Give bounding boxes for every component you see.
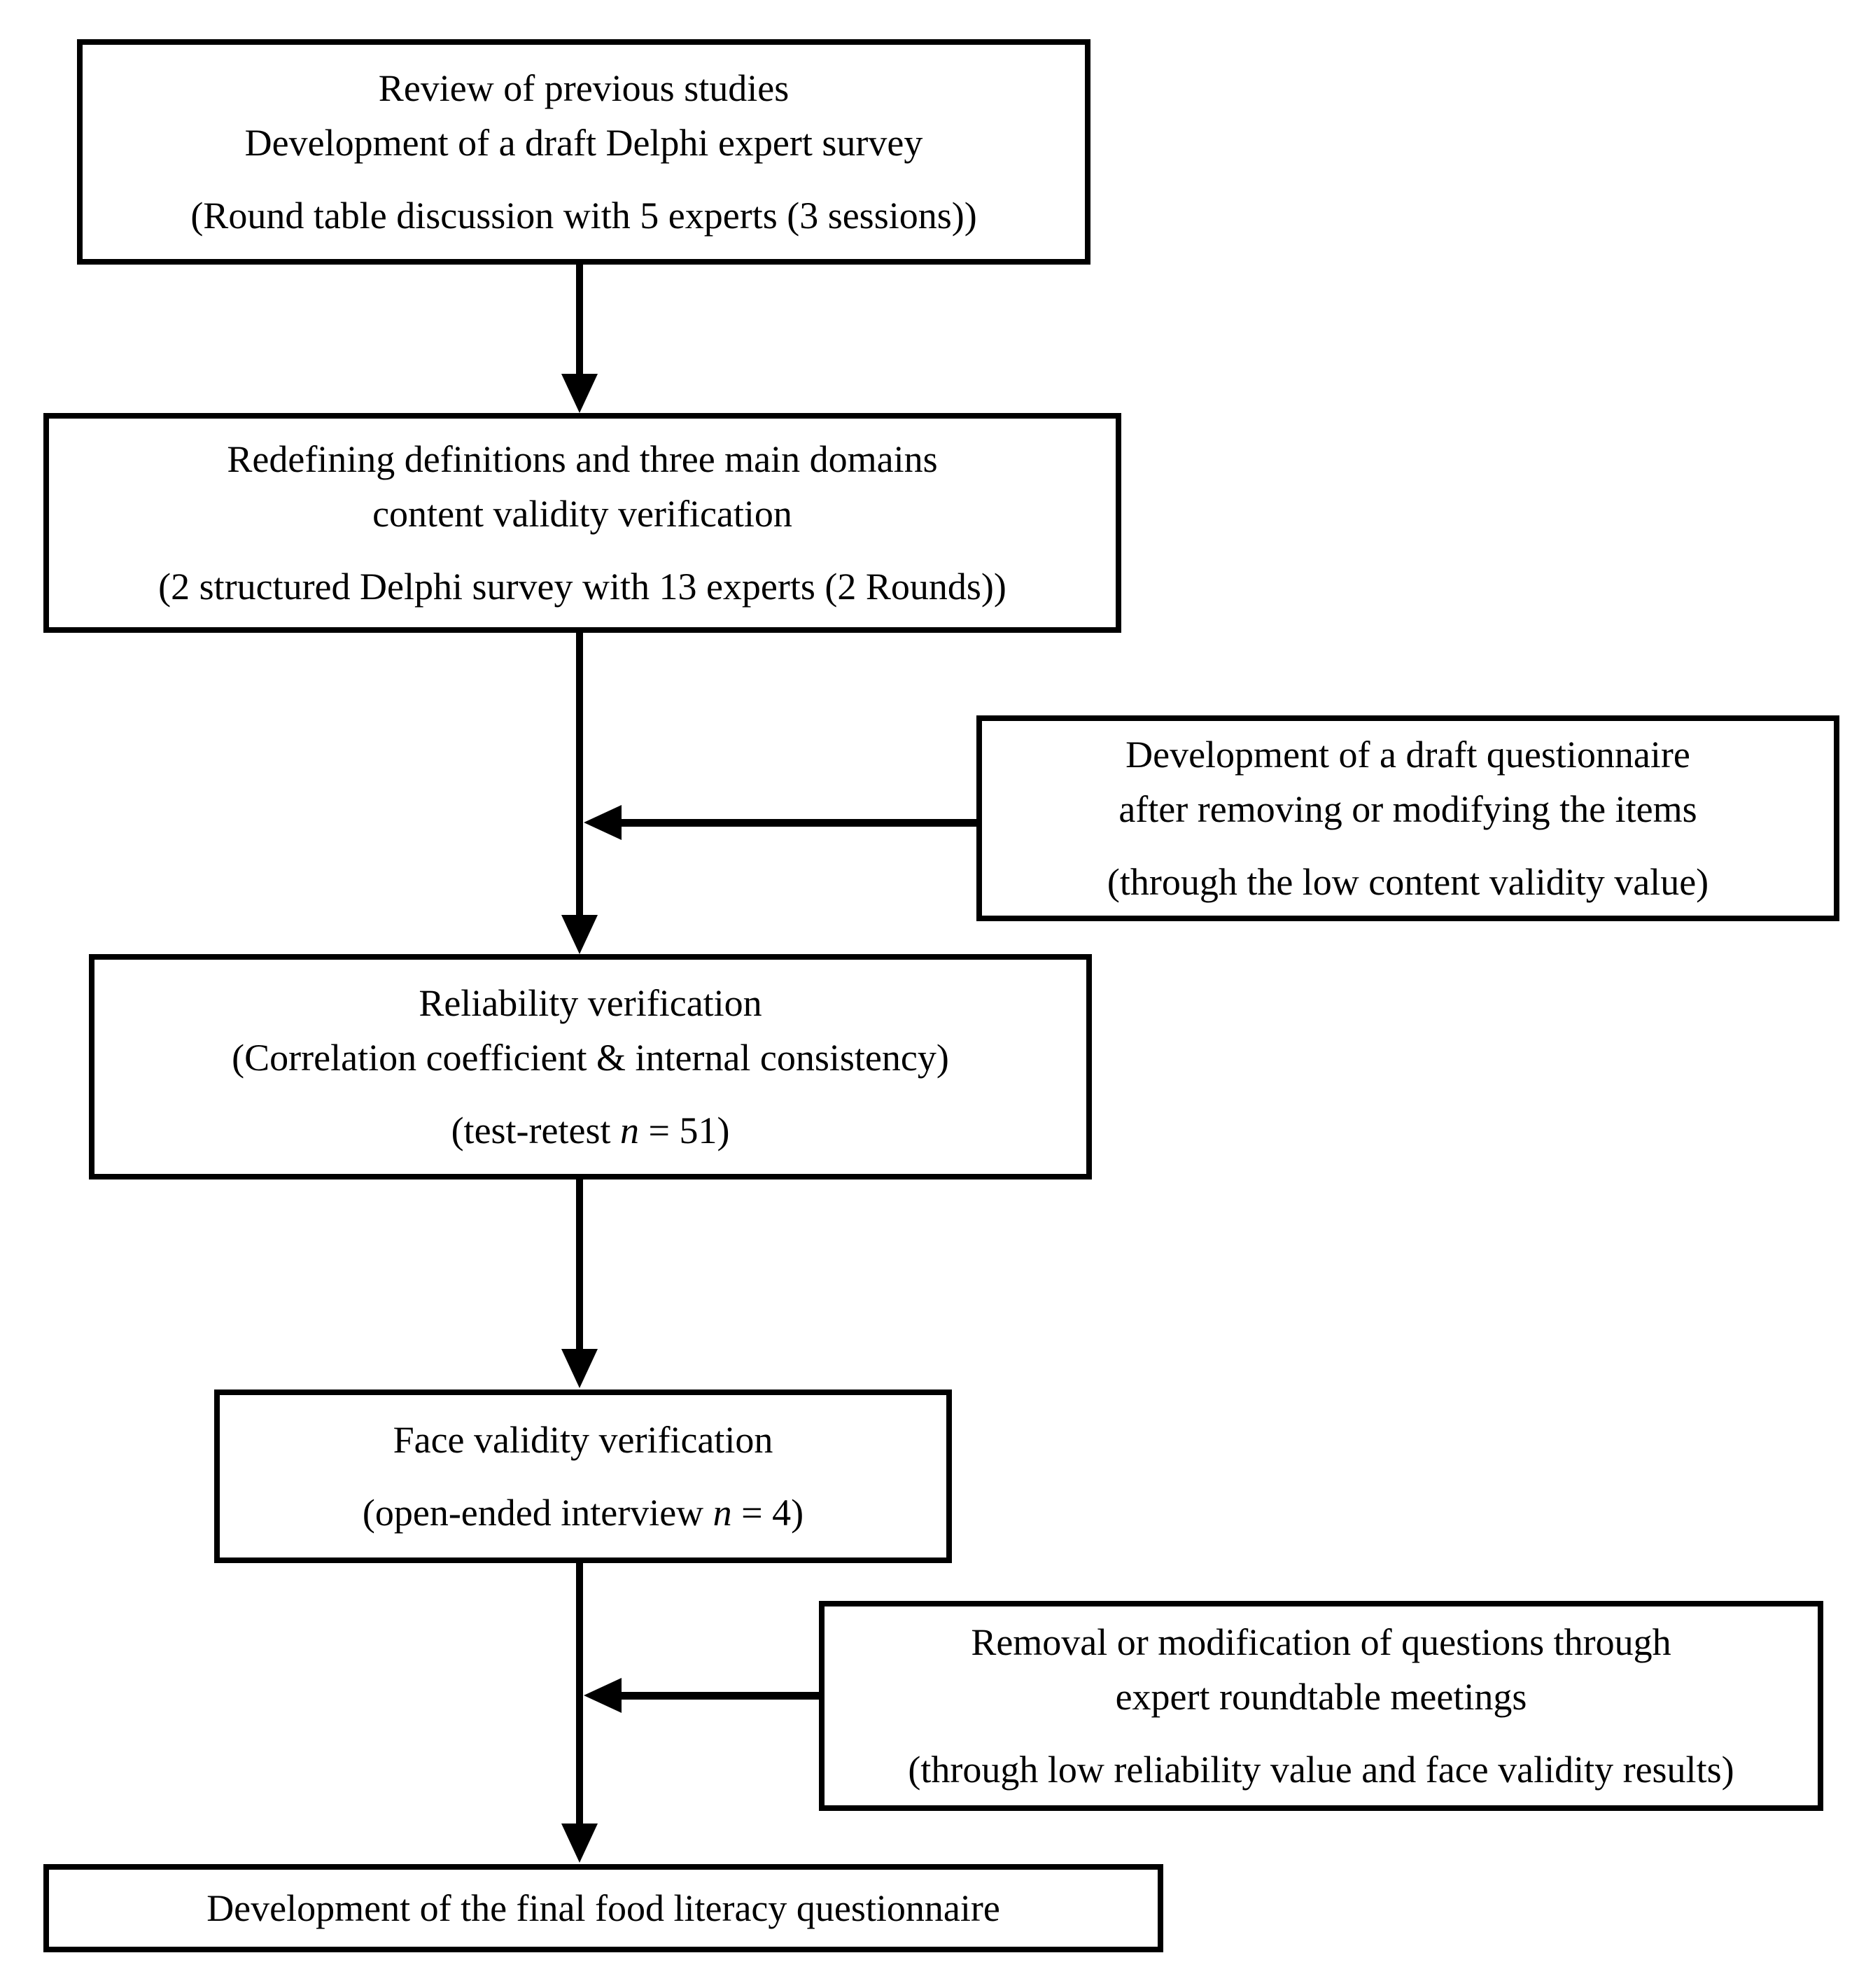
box-heading: Face validity verification [393, 1418, 773, 1461]
box-note: (test-retest n = 51) [451, 1103, 730, 1158]
box-heading: Review of previous studies Development o… [244, 66, 923, 164]
connector-face-validity-to-final [576, 1563, 583, 1823]
connector-draft-questionnaire-feed [620, 819, 976, 827]
box-note: (2 structured Delphi survey with 13 expe… [158, 566, 1006, 608]
box-redefining-definitions: Redefining definitions and three main do… [43, 413, 1121, 633]
box-heading: Removal or modification of questions thr… [971, 1620, 1671, 1718]
note-prefix: (test-retest [451, 1110, 620, 1152]
box-heading: Redefining definitions and three main do… [227, 438, 938, 535]
box-final-questionnaire: Development of the final food literacy q… [43, 1864, 1163, 1952]
connector-removal-feed [620, 1692, 819, 1700]
connector-redefining-to-reliability [576, 633, 583, 916]
box-heading: Reliability verification (Correlation co… [232, 981, 949, 1079]
arrowhead-left-icon [584, 1678, 622, 1713]
connector-reliability-to-face-validity [576, 1180, 583, 1349]
box-note: (Round table discussion with 5 experts (… [190, 195, 977, 237]
note-suffix: = 51) [638, 1110, 730, 1152]
box-heading: Development of a draft questionnaire aft… [1118, 733, 1697, 830]
note-variable-n: n [713, 1492, 732, 1534]
box-note: (open-ended interview n = 4) [363, 1485, 804, 1540]
note-suffix: = 4) [731, 1492, 804, 1534]
box-face-validity: Face validity verification (open-ended i… [214, 1390, 952, 1563]
arrowhead-down-icon [561, 915, 598, 954]
arrowhead-down-icon [561, 1823, 598, 1863]
box-reliability-verification: Reliability verification (Correlation co… [89, 954, 1092, 1180]
connector-review-to-redefining [576, 265, 583, 378]
arrowhead-left-icon [584, 805, 622, 840]
arrowhead-down-icon [561, 374, 598, 413]
arrowhead-down-icon [561, 1349, 598, 1388]
box-draft-questionnaire: Development of a draft questionnaire aft… [976, 715, 1839, 921]
note-variable-n: n [619, 1110, 639, 1152]
box-note: (through low reliability value and face … [908, 1749, 1734, 1791]
box-removal-modification: Removal or modification of questions thr… [819, 1601, 1823, 1811]
box-note: (through the low content validity value) [1107, 861, 1709, 904]
note-prefix: (open-ended interview [362, 1492, 713, 1534]
box-heading: Development of the final food literacy q… [206, 1886, 1000, 1929]
box-review-previous-studies: Review of previous studies Development o… [77, 39, 1090, 265]
